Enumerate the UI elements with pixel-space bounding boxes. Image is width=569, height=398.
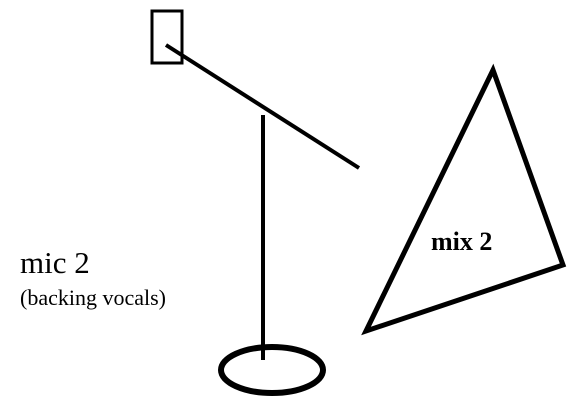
monitor-label: mix 2 bbox=[431, 227, 493, 256]
mic-boom-arm bbox=[164, 43, 361, 170]
mic-label: mic 2 bbox=[20, 245, 90, 280]
mic-capsule bbox=[150, 9, 184, 65]
monitor-wedge bbox=[361, 63, 567, 336]
mic-stand-base bbox=[218, 344, 326, 396]
mic-role-label: (backing vocals) bbox=[20, 285, 166, 310]
